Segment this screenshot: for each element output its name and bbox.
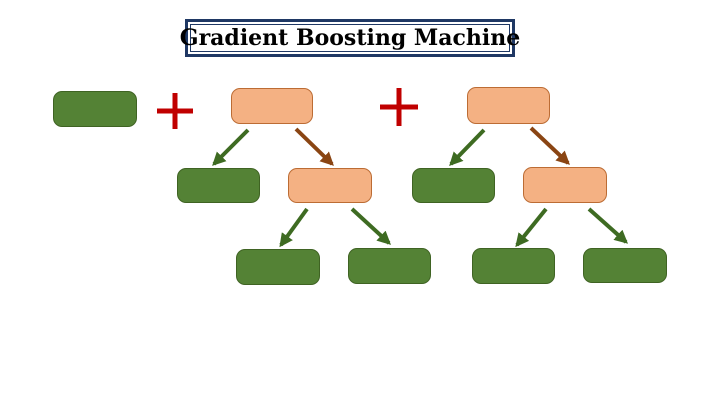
title-inner-border: Gradient Boosting Machine <box>180 24 520 52</box>
node-tree2-left-leaf <box>412 168 495 203</box>
page-title: Gradient Boosting Machine <box>179 25 521 51</box>
node-tree1-right-split <box>288 168 372 203</box>
node-tree2-leaf-2 <box>583 248 667 283</box>
node-initial-leaf <box>53 91 137 127</box>
node-tree2-root <box>467 87 550 124</box>
node-tree1-root <box>231 88 313 124</box>
node-tree1-leaf-2 <box>348 248 431 284</box>
node-tree1-leaf-1 <box>236 249 320 285</box>
title-box: Gradient Boosting Machine <box>180 19 520 57</box>
node-tree1-left-leaf <box>177 168 260 203</box>
node-tree2-right-split <box>523 167 607 203</box>
node-tree2-leaf-1 <box>472 248 555 284</box>
